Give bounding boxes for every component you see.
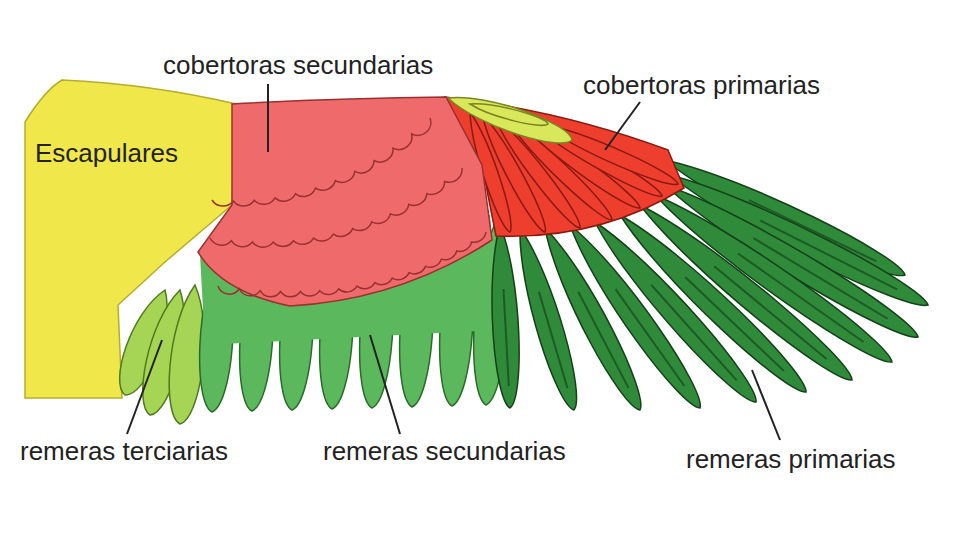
- covert-scallop-row: [218, 232, 486, 297]
- feather: [492, 225, 519, 408]
- feather: [470, 104, 548, 125]
- leader-line: [267, 84, 269, 152]
- leader-line: [370, 335, 400, 434]
- feather-shaft: [578, 292, 628, 388]
- part-label: cobertoras primarias: [583, 70, 820, 100]
- secondary-coverts: [198, 97, 492, 306]
- leader-line: [752, 370, 780, 440]
- part-label: Escapulares: [35, 138, 178, 168]
- leader-lines: [127, 84, 780, 440]
- part-label: remeras secundarias: [323, 436, 566, 466]
- tertials: [120, 285, 204, 424]
- covert-scallop-row: [210, 168, 462, 247]
- feather: [520, 228, 577, 410]
- secondary-covert-area: [198, 97, 492, 306]
- alula: [448, 98, 572, 143]
- covert-scallop-row: [212, 118, 431, 206]
- feather-shaft: [539, 292, 568, 388]
- feather-shaft: [504, 289, 509, 386]
- part-label: remeras primarias: [686, 444, 896, 474]
- feather: [448, 98, 572, 143]
- part-label: remeras terciarias: [20, 436, 228, 466]
- part-label: cobertoras secundarias: [163, 50, 433, 80]
- leader-line: [605, 102, 640, 150]
- leader-line: [127, 340, 162, 434]
